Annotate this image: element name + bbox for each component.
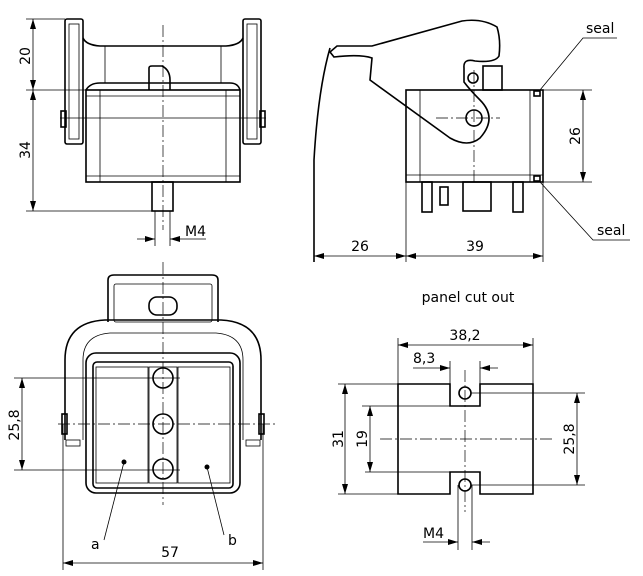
cap-outline	[85, 82, 241, 91]
label-b: b	[228, 533, 237, 549]
dim-m4-panel: M4	[423, 526, 444, 542]
right-clip	[242, 18, 262, 145]
lever-swing-arc	[313, 47, 331, 262]
dim-38-2: 38,2	[449, 328, 480, 344]
seal-label-top: seal	[586, 21, 614, 37]
outer-frame	[64, 319, 262, 440]
top-bolt	[148, 65, 171, 90]
dim-34: 34	[18, 141, 34, 159]
lever-catch	[482, 65, 503, 91]
front-view: 20 34 M4	[18, 18, 266, 246]
dim-19: 19	[355, 430, 371, 448]
panel-cutout-title: panel cut out	[422, 290, 515, 306]
seal-bottom-mark	[533, 175, 541, 182]
panel-cutout: panel cut out 38,2 8,3 31 19 25,8 M4	[331, 290, 585, 550]
dim-8-3: 8,3	[413, 351, 435, 367]
dim-57: 57	[161, 545, 179, 561]
dim-25-8-holes: 25,8	[562, 423, 578, 454]
dim-25-8-screws: 25,8	[7, 409, 23, 440]
label-a: a	[91, 537, 100, 553]
dim-39: 39	[466, 239, 484, 255]
handle-top	[107, 274, 219, 322]
bottom-view: 25,8 57 a b	[7, 262, 276, 570]
dim-m4-front: M4	[185, 224, 206, 240]
locking-lever	[328, 19, 501, 144]
seal-label-bottom: seal	[597, 223, 625, 239]
dim-26-lever: 26	[351, 239, 369, 255]
dim-26-height: 26	[568, 127, 584, 145]
seal-top-mark	[533, 90, 541, 97]
dim-31: 31	[331, 430, 347, 448]
left-clip	[64, 18, 84, 145]
stud	[151, 181, 174, 212]
dim-20: 20	[18, 47, 34, 65]
housing-side	[405, 89, 544, 183]
side-view: 26 26 39 seal seal	[313, 19, 630, 262]
